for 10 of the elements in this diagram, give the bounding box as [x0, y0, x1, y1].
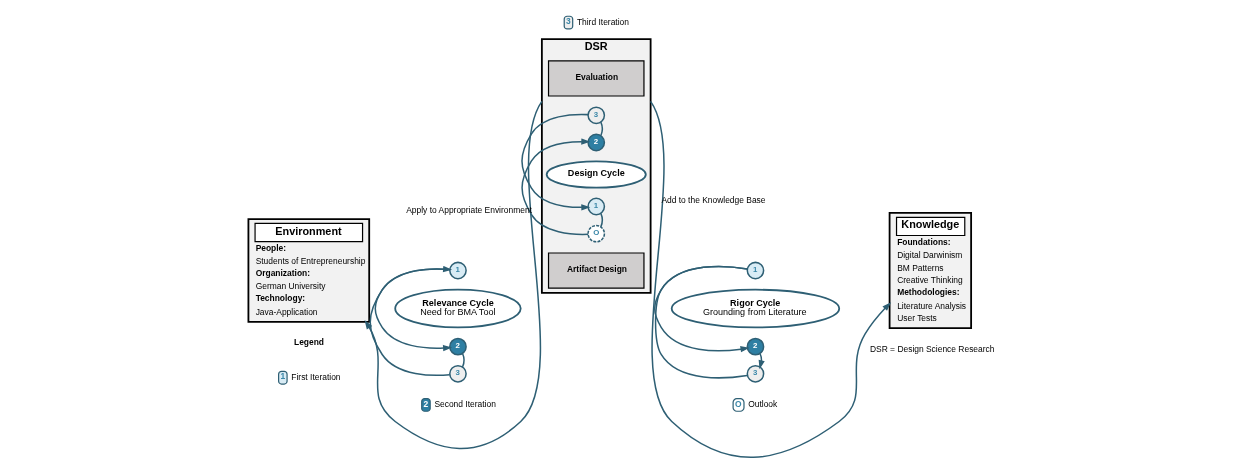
legend-label: Third Iteration [576, 16, 629, 27]
legend-label: Second Iteration [434, 399, 496, 410]
label: 3 [566, 16, 571, 27]
legend-label: Outlook [748, 399, 778, 410]
label: O [734, 398, 742, 409]
label: DSR = Design Science Research [869, 344, 995, 355]
label: Legend [294, 337, 325, 348]
label: 1 [280, 371, 286, 382]
label: 2 [423, 398, 429, 409]
legend-label: First Iteration [291, 371, 341, 382]
